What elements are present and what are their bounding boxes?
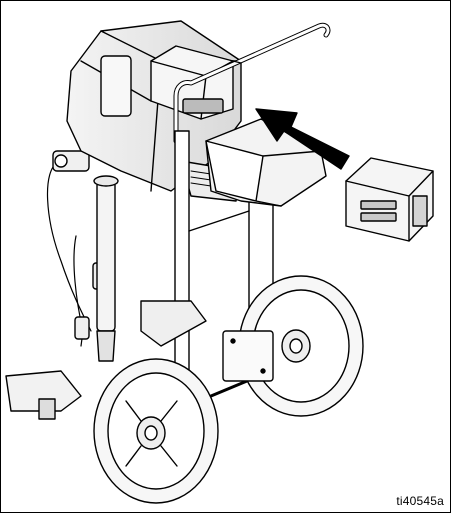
left-wheel [93, 358, 219, 504]
lower-bracket [140, 300, 207, 347]
insert-arrow [255, 108, 350, 170]
axle-plate [222, 330, 274, 382]
hose-fitting [74, 316, 90, 340]
hose [46, 160, 92, 332]
figure-id-label: ti40545a [396, 494, 444, 508]
suction-tube [96, 180, 116, 332]
front-base [5, 370, 82, 412]
